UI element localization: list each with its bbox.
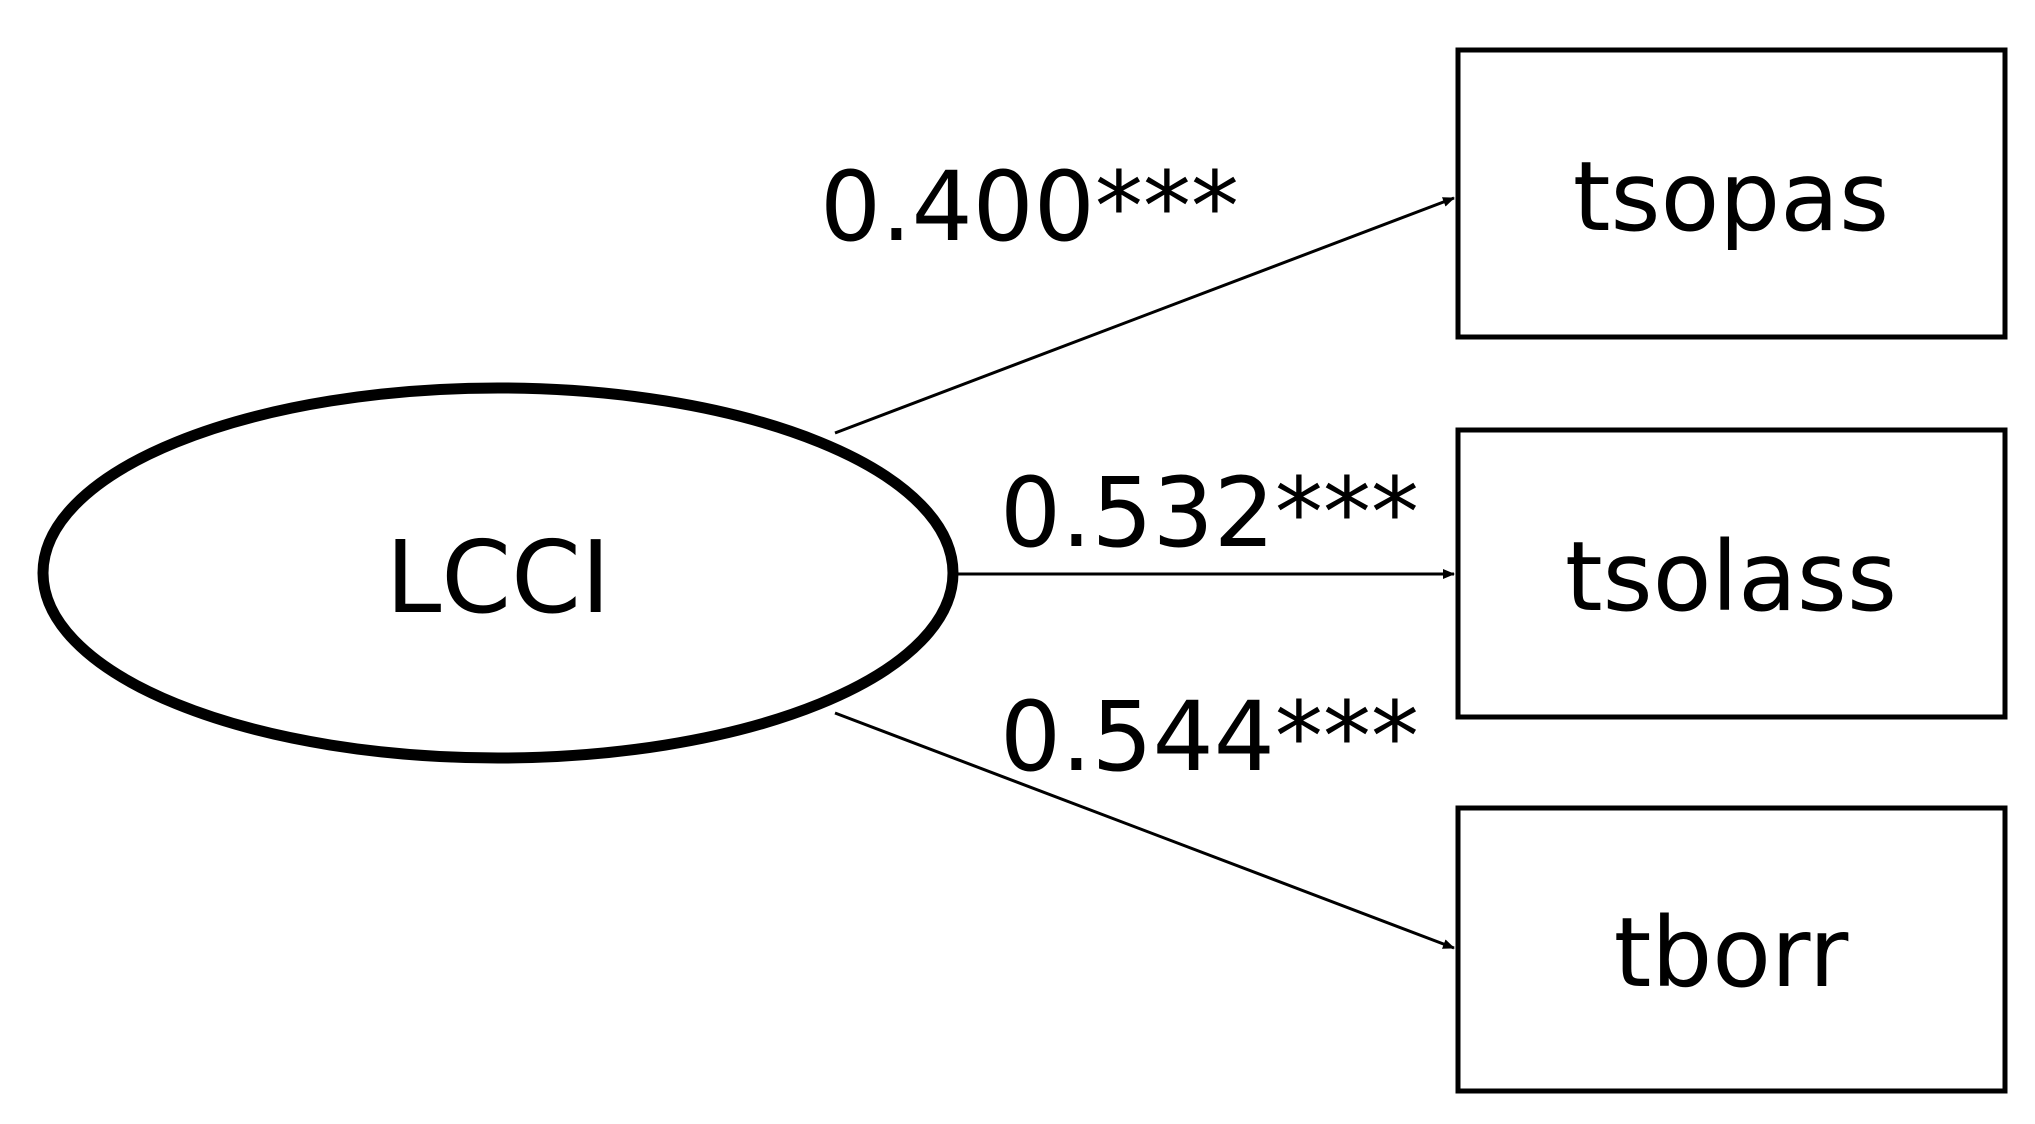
indicator-label: tsolass (1565, 521, 1897, 633)
indicator-node-tsolass: tsolass (1455, 427, 2008, 720)
indicator-label: tsopas (1573, 141, 1889, 253)
indicator-box (1455, 47, 2008, 340)
latent-label: LCCI (386, 519, 611, 636)
path-arrows (834, 196, 1455, 950)
coefficient-tsopas: 0.400*** (820, 151, 1239, 263)
path-arrow-tsopas (834, 196, 1455, 435)
coefficient-tsolass: 0.532*** (1000, 457, 1419, 569)
path-coefficients: 0.400*** 0.532*** 0.544*** (820, 151, 1419, 793)
indicator-node-tborr: tborr (1455, 805, 2008, 1094)
path-arrow-tborr (834, 711, 1455, 950)
indicator-node-tsopas: tsopas (1455, 47, 2008, 340)
coefficient-tborr: 0.544*** (1000, 681, 1419, 793)
latent-node-lcci: LCCI (37, 382, 959, 764)
indicator-box (1455, 427, 2008, 720)
latent-ellipse (37, 382, 959, 764)
indicator-box (1455, 805, 2008, 1094)
indicator-label: tborr (1614, 897, 1849, 1009)
